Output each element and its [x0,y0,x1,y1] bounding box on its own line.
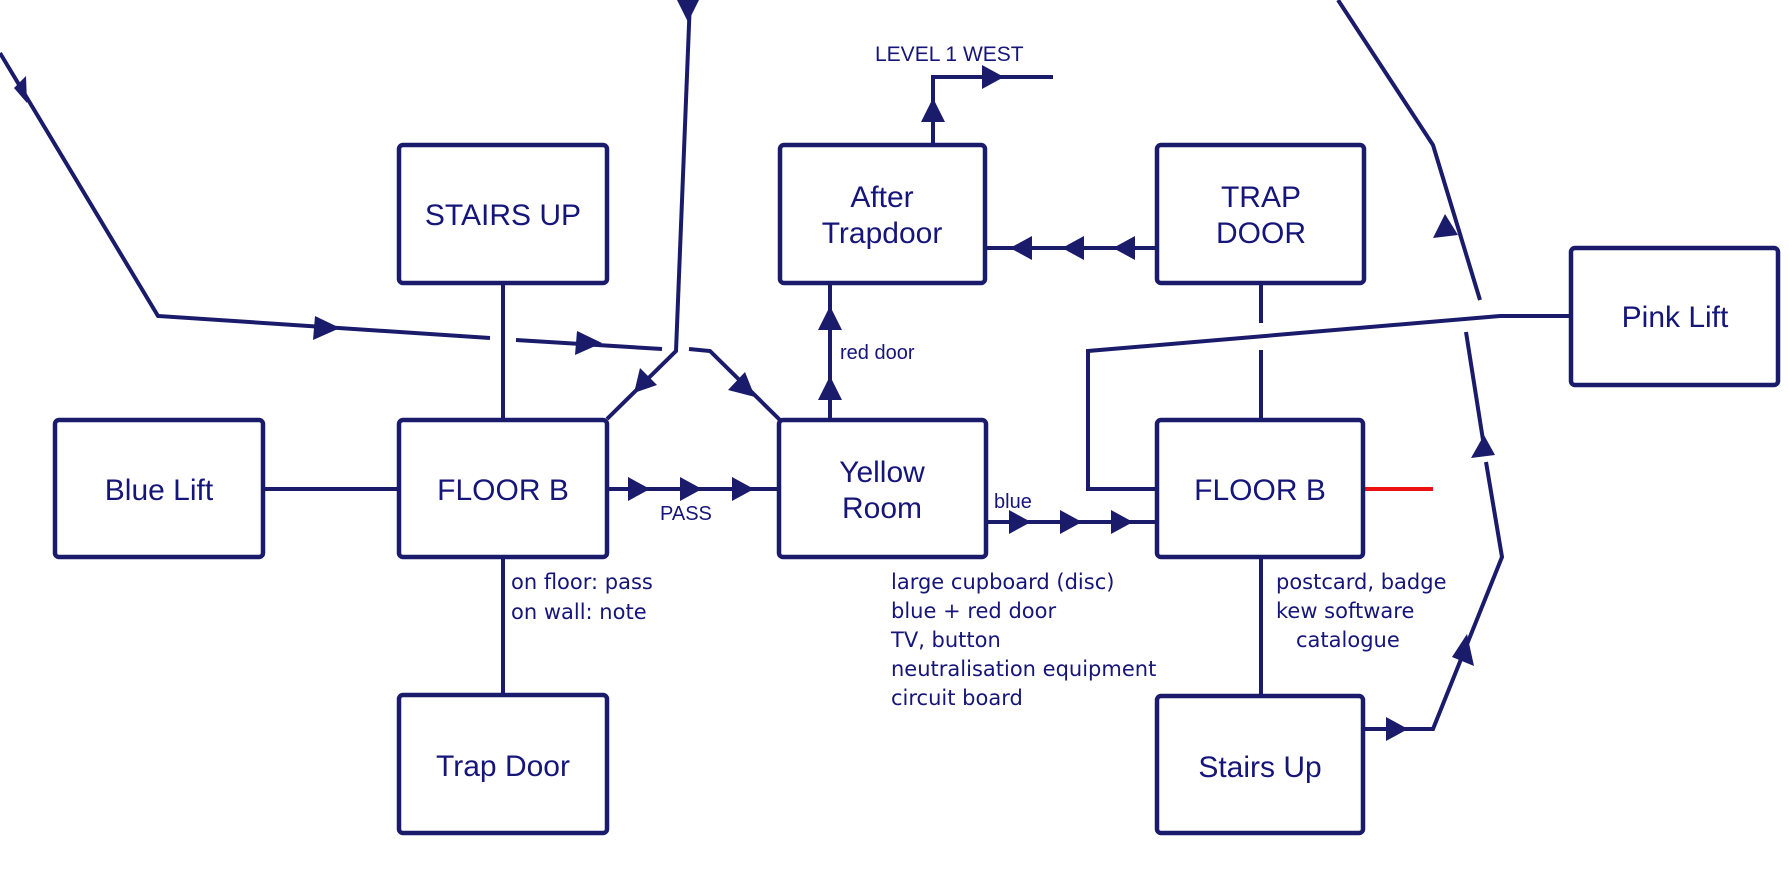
edge-to-yellow-room [688,347,782,422]
arrow-icon [818,376,842,400]
note-line: blue + red door [891,599,1056,623]
arrow-icon [677,0,699,22]
edge-right-loop-upper [1336,0,1482,301]
note-line: kew software [1276,599,1414,623]
note-line: TV, button [890,628,1001,652]
arrow-icon [982,65,1004,89]
node-floor-b-right[interactable]: FLOOR B [1154,417,1366,560]
node-trap-door-top[interactable]: TRAP DOOR [1154,142,1367,286]
edge-top-left-entry [0,51,491,340]
node-floor-b-left[interactable]: FLOOR B [396,417,610,560]
node-label: Trapdoor [822,217,943,250]
arrow-icon [1060,510,1082,534]
pass-edge-label: PASS [660,503,712,525]
blue-edge-label: blue [994,491,1032,513]
arrow-icon [575,331,602,355]
note-line: circuit board [891,686,1023,710]
note-line: catalogue [1296,628,1400,652]
floor-b-right-notes: postcard, badge kew software catalogue [1276,570,1447,652]
arrow-icon [1471,435,1495,458]
node-label: FLOOR B [437,474,569,507]
edge-right-loop-mid [1464,331,1485,441]
node-stairs-up-bottom[interactable]: Stairs Up [1154,693,1366,836]
arrow-icon [1386,717,1408,741]
edge-top-to-floor-b [605,0,692,421]
arrow-icon [628,477,650,501]
arrow-icon [1062,236,1084,260]
level-1-west-label: LEVEL 1 WEST [875,43,1024,66]
arrow-icon [1111,510,1133,534]
node-label: After [850,181,913,214]
node-stairs-up-top[interactable]: STAIRS UP [396,142,610,286]
arrow-icon [728,372,755,397]
note-line: postcard, badge [1276,570,1447,594]
node-label: DOOR [1216,217,1306,250]
arrow-icon [14,76,27,103]
red-door-edge-label: red door [840,342,915,364]
note-line: neutralisation equipment [891,657,1156,681]
note-line: large cupboard (disc) [891,570,1114,594]
note-line: on floor: pass [511,570,653,594]
arrow-icon [680,477,702,501]
arrow-icon [313,316,340,340]
arrow-icon [732,477,754,501]
arrow-icon [818,306,842,330]
arrow-icon [634,368,657,393]
node-after-trapdoor[interactable]: After Trapdoor [777,142,988,286]
yellow-room-notes: large cupboard (disc) blue + red door TV… [890,570,1156,710]
node-blue-lift[interactable]: Blue Lift [52,417,266,560]
arrow-icon [1010,236,1032,260]
node-label: Yellow [839,456,925,489]
arrowheads [14,0,1495,741]
node-label: STAIRS UP [425,199,581,232]
node-label: Pink Lift [1622,301,1729,334]
node-pink-lift[interactable]: Pink Lift [1568,245,1781,388]
arrow-icon [1452,634,1474,666]
edge-level-1-west [931,75,1053,145]
arrow-icon [921,98,945,122]
node-label: Stairs Up [1198,751,1321,784]
node-yellow-room[interactable]: Yellow Room [776,417,989,560]
floor-b-left-notes: on floor: pass on wall: note [511,570,653,624]
node-label: FLOOR B [1194,474,1326,507]
arrow-icon [1009,510,1031,534]
node-label: TRAP [1221,181,1301,214]
edge-floor-b-pink-lift [1086,314,1571,491]
arrow-icon [1433,214,1458,238]
arrow-icon [1113,236,1135,260]
node-label: Room [842,492,922,525]
note-line: on wall: note [511,600,647,624]
node-label: Blue Lift [105,474,214,507]
node-label: Trap Door [436,750,570,783]
edge-stairs-up-exit [1363,461,1505,731]
node-trap-door-bottom[interactable]: Trap Door [396,692,610,836]
